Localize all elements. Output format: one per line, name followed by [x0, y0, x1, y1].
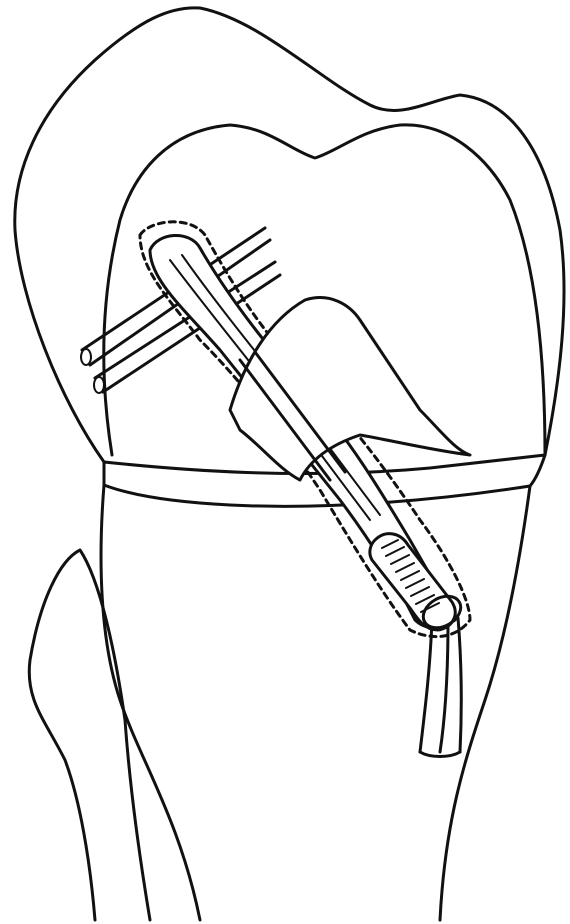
tibia-outline	[101, 485, 200, 920]
cross-pin-1-end	[81, 349, 91, 365]
cross-pin-2-end	[94, 377, 104, 393]
fibula-outline	[29, 550, 150, 920]
interference-screw	[370, 534, 466, 634]
tibia-outline-lateral	[440, 486, 530, 920]
graft-tail	[420, 618, 461, 752]
